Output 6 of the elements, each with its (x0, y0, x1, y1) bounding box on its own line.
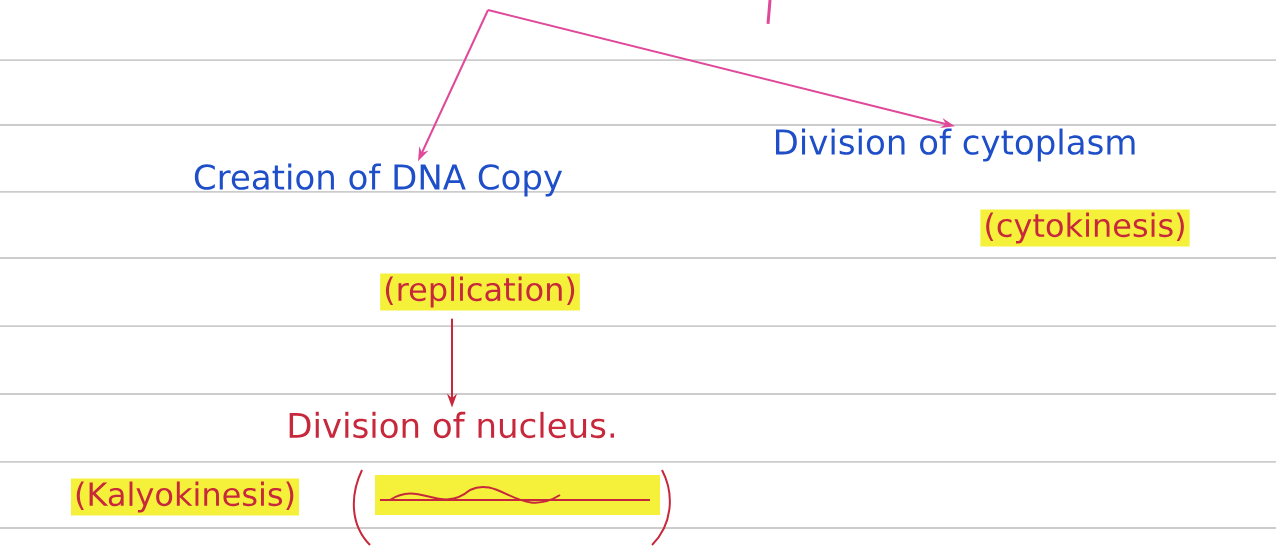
handwritten-heading: Creation of DNA Copy (194, 163, 563, 197)
highlighted-note: (cytokinesis) (980, 209, 1190, 247)
highlighted-note: (Kalyokinesis) (71, 478, 299, 516)
handwritten-heading: Division of cytoplasm (776, 128, 1135, 162)
highlighted-note: (replication) (380, 273, 580, 311)
handwritten-heading: Division of nucleus. (289, 411, 615, 439)
